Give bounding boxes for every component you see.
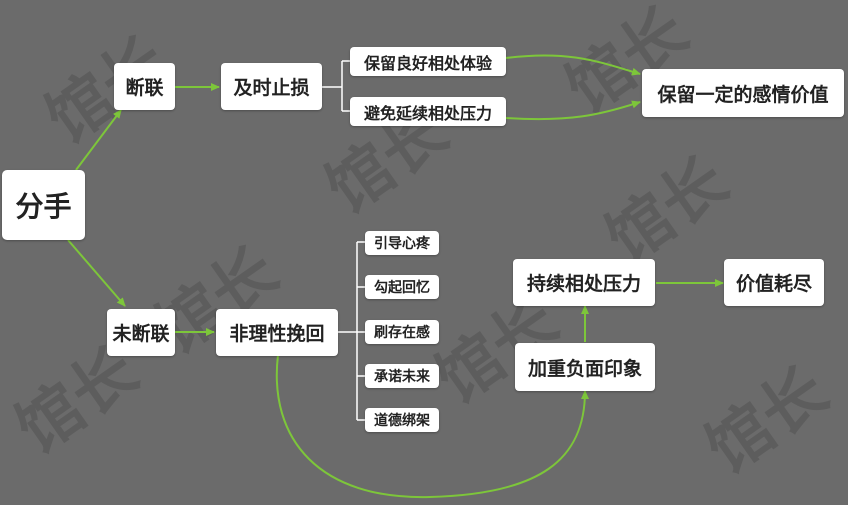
edge-root-nobreak bbox=[67, 239, 126, 307]
node-avoid-pressure: 避免延续相处压力 bbox=[350, 97, 506, 126]
edge-keepgood-keepvalue bbox=[505, 54, 641, 76]
node-no-break-contact: 未断联 bbox=[107, 309, 175, 356]
node-tactic: 道德绑架 bbox=[365, 408, 439, 432]
node-tactic: 承诺未来 bbox=[365, 364, 439, 388]
node-keep-good-experience: 保留良好相处体验 bbox=[350, 47, 506, 76]
node-negative-impression: 加重负面印象 bbox=[515, 343, 655, 391]
node-tactic: 勾起回忆 bbox=[365, 275, 439, 299]
bracket-stoploss bbox=[322, 60, 350, 112]
edge-irrational-negative bbox=[275, 354, 589, 499]
node-stop-loss: 及时止损 bbox=[221, 63, 322, 110]
node-root-breakup: 分手 bbox=[2, 170, 85, 240]
bracket-irrational bbox=[338, 241, 365, 421]
edge-avoid-keepvalue bbox=[505, 100, 641, 121]
node-break-contact: 断联 bbox=[114, 63, 175, 110]
edge-root-break bbox=[75, 109, 122, 171]
node-tactic: 引导心疼 bbox=[365, 231, 439, 255]
node-tactic: 刷存在感 bbox=[365, 320, 439, 344]
node-irrational-recovery: 非理性挽回 bbox=[216, 309, 338, 356]
node-value-exhausted: 价值耗尽 bbox=[724, 259, 824, 306]
node-continued-pressure: 持续相处压力 bbox=[513, 259, 655, 306]
node-keep-emotional-value: 保留一定的感情价值 bbox=[642, 69, 844, 117]
